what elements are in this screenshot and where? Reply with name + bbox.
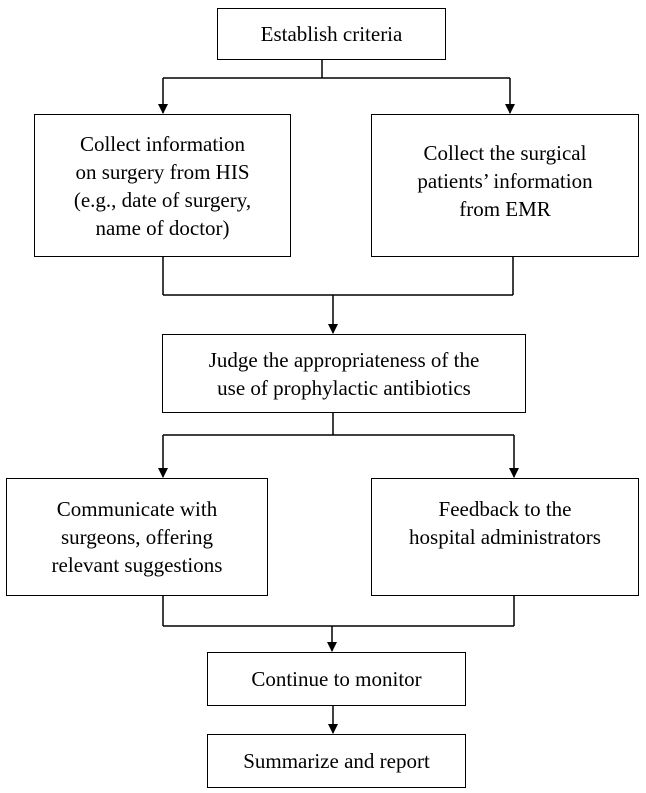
feedback-line-1: Feedback to the bbox=[438, 497, 572, 521]
judge-box: Judge the appropriateness of the use of … bbox=[162, 334, 526, 413]
summarize-report-box: Summarize and report bbox=[207, 734, 466, 788]
establish-criteria-box: Establish criteria bbox=[217, 8, 446, 60]
continue-monitor-line-1: Continue to monitor bbox=[251, 667, 422, 691]
collect-his-line-4: name of doctor) bbox=[95, 215, 230, 240]
communicate-line-2: surgeons, offering bbox=[60, 525, 214, 549]
continue-monitor-box: Continue to monitor bbox=[207, 652, 466, 706]
collect-emr-box: Collect the surgical patients’ informati… bbox=[371, 114, 639, 257]
feedback-box: Feedback to the hospital administrators bbox=[371, 478, 639, 596]
collect-emr-line-1: Collect the surgical bbox=[423, 141, 587, 165]
communicate-line-1: Communicate with bbox=[56, 497, 218, 521]
judge-line-2: use of prophylactic antibiotics bbox=[217, 375, 471, 400]
communicate-line-3: relevant suggestions bbox=[51, 553, 223, 577]
summarize-report-line-1: Summarize and report bbox=[243, 749, 430, 773]
collect-his-line-3: (e.g., date of surgery, bbox=[73, 187, 252, 212]
judge-line-1: Judge the appropriateness of the bbox=[208, 347, 480, 372]
collect-his-box: Collect information on surgery from HIS … bbox=[34, 114, 291, 257]
establish-criteria-line-1: Establish criteria bbox=[260, 22, 403, 46]
collect-emr-line-3: from EMR bbox=[459, 197, 551, 221]
collect-his-line-2: on surgery from HIS bbox=[75, 159, 250, 184]
communicate-box: Communicate with surgeons, offering rele… bbox=[6, 478, 268, 596]
collect-emr-line-2: patients’ information bbox=[417, 169, 593, 193]
feedback-line-2: hospital administrators bbox=[409, 525, 601, 549]
collect-his-line-1: Collect information bbox=[79, 131, 246, 156]
